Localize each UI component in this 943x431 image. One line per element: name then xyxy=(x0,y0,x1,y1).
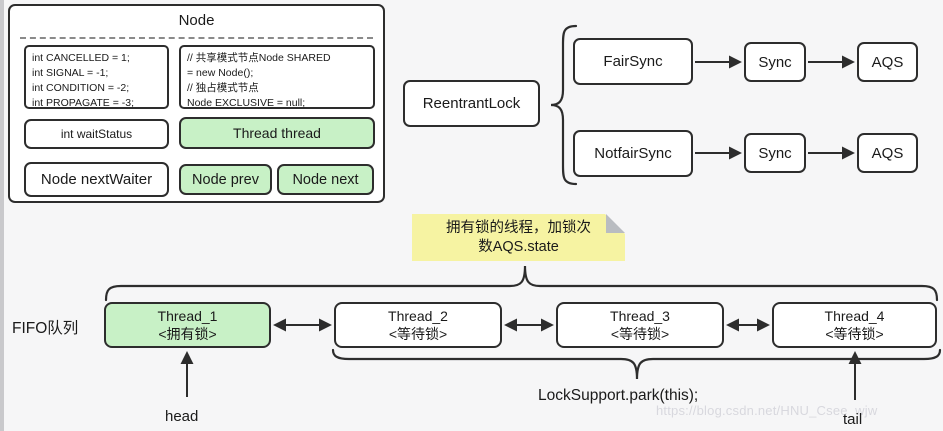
field-thread: Thread thread xyxy=(179,117,375,149)
code-line: int CONDITION = -2; xyxy=(32,81,130,94)
node-mode-code-box: // 共享模式节点Node SHARED = new Node(); // 独占… xyxy=(179,45,375,109)
lock-owner-note: 拥有锁的线程，加锁次 数AQS.state xyxy=(412,214,625,261)
notfairsync-box: NotfairSync xyxy=(573,130,693,177)
thread-name: Thread_3 xyxy=(610,307,670,324)
thread-state: <等待锁> xyxy=(610,326,670,342)
thread-state: <等待锁> xyxy=(825,326,884,342)
fifo-queue-label: FIFO队列 xyxy=(12,320,79,337)
locksupport-park-label: LockSupport.park(this); xyxy=(538,387,699,404)
thread-name: Thread_4 xyxy=(824,307,885,324)
node-panel-title: Node xyxy=(178,12,215,29)
thread-name: Thread_1 xyxy=(157,307,218,324)
code-line: // 独占模式节点 xyxy=(187,81,259,94)
code-line: int SIGNAL = -1; xyxy=(32,66,109,79)
tail-label: tail xyxy=(843,411,863,428)
code-line: = new Node(); xyxy=(187,66,254,79)
code-line: int CANCELLED = 1; xyxy=(32,52,130,64)
note-line2: 数AQS.state xyxy=(478,238,559,255)
note-fold-icon xyxy=(606,214,625,233)
left-edge-strip xyxy=(0,0,4,431)
fairsync-box: FairSync xyxy=(573,38,693,85)
head-label: head xyxy=(165,408,199,425)
field-next: Node next xyxy=(277,164,374,195)
aqs-box-top: AQS xyxy=(857,42,918,82)
field-prev: Node prev xyxy=(179,164,272,195)
node-constants-code-box: int CANCELLED = 1; int SIGNAL = -1; int … xyxy=(24,45,169,109)
code-line: int PROPAGATE = -3; xyxy=(32,96,135,109)
thread-4-box: Thread_4 <等待锁> xyxy=(772,302,937,348)
field-waitstatus: int waitStatus xyxy=(24,119,169,149)
sync-box-bottom: Sync xyxy=(744,133,806,173)
waiting-threads-brace xyxy=(331,348,942,380)
code-line: Node EXCLUSIVE = null; xyxy=(187,96,306,109)
node-class-panel: Node int CANCELLED = 1; int SIGNAL = -1;… xyxy=(8,4,385,203)
thread-state: <等待锁> xyxy=(388,326,448,342)
thread-name: Thread_2 xyxy=(388,307,448,324)
thread-3-box: Thread_3 <等待锁> xyxy=(556,302,724,348)
thread-state: <拥有锁> xyxy=(158,326,217,342)
code-line: // 共享模式节点Node SHARED xyxy=(187,52,331,64)
aqs-box-bottom: AQS xyxy=(857,133,918,173)
thread-1-box: Thread_1 <拥有锁> xyxy=(104,302,271,348)
node-panel-divider xyxy=(20,37,373,39)
reentrantlock-box: ReentrantLock xyxy=(403,80,540,127)
queue-top-brace xyxy=(104,265,939,302)
sync-box-top: Sync xyxy=(744,42,806,82)
field-nextwaiter: Node nextWaiter xyxy=(24,162,169,197)
thread-2-box: Thread_2 <等待锁> xyxy=(334,302,502,348)
note-line1: 拥有锁的线程，加锁次 xyxy=(446,219,591,236)
watermark-url: https://blog.csdn.net/HNU_Csee_wjw xyxy=(656,403,878,418)
